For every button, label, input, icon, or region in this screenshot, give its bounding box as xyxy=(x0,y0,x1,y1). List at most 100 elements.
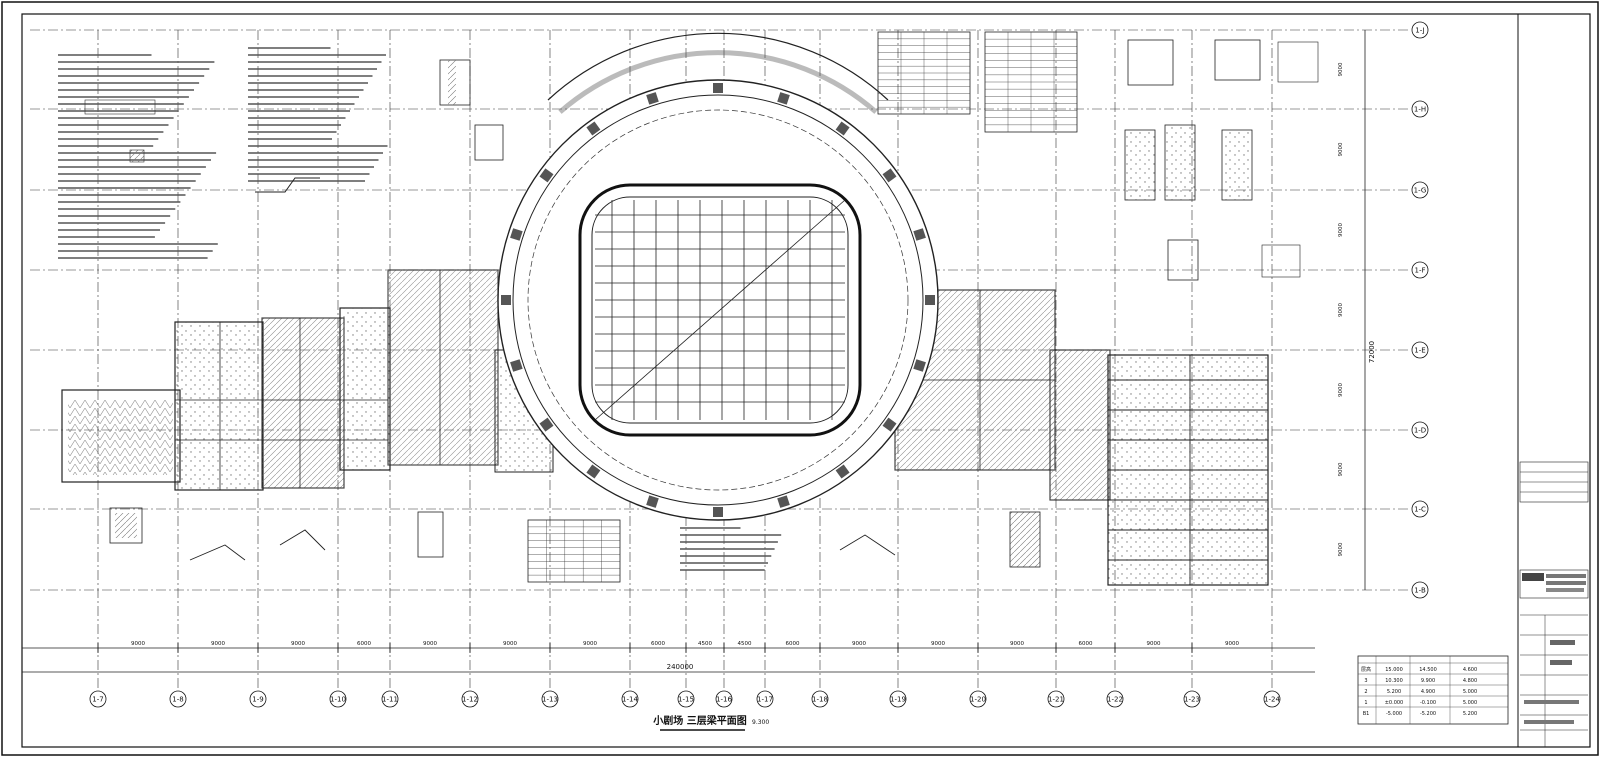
axis-span-label: 4500 xyxy=(738,641,752,647)
ring-column xyxy=(510,228,523,241)
axis-label: 1-14 xyxy=(622,696,638,704)
beam-schedule-tables xyxy=(527,31,1078,583)
axis-bubble xyxy=(1411,21,1429,39)
elevation-cell: 14.500 xyxy=(1419,667,1437,673)
ring-column xyxy=(539,417,554,432)
axis-bubble xyxy=(621,690,639,708)
axis-span-label: 9000 xyxy=(1147,641,1161,647)
axis-bubble xyxy=(969,690,987,708)
elevation-cell: -5.200 xyxy=(1420,711,1436,717)
elevation-cell: 1 xyxy=(1364,700,1367,706)
elevation-cell: ±0.000 xyxy=(1385,700,1404,706)
elevation-cell: 5.200 xyxy=(1387,689,1401,695)
elevation-cell: 5.200 xyxy=(1463,711,1477,717)
axis-span-label: 9000 xyxy=(1338,62,1344,76)
elevation-cell: 4.800 xyxy=(1463,678,1477,684)
axis-label: 1-10 xyxy=(330,696,346,704)
axis-label: 1-E xyxy=(1414,347,1425,355)
ring-column xyxy=(510,359,523,372)
ring-column xyxy=(646,92,659,105)
axis-label: 1-12 xyxy=(462,696,478,704)
axis-bubble xyxy=(1047,690,1065,708)
axis-bubble xyxy=(1263,690,1281,708)
total-dimension: 240000 xyxy=(667,663,694,671)
axis-label: 1-13 xyxy=(542,696,558,704)
axis-span-label: 9000 xyxy=(503,641,517,647)
axis-span-label: 9000 xyxy=(1338,142,1344,156)
bottom-axis-bubbles: 1-7 9000 1-8 9000 1-9 9000 1-10 6000 1-11 9000 1-1… xyxy=(89,641,1281,708)
axis-label: 1-11 xyxy=(382,696,398,704)
axis-bubble xyxy=(381,690,399,708)
axis-span-label: 9000 xyxy=(1338,542,1344,556)
elevation-cell: 9.900 xyxy=(1421,678,1435,684)
ring-column xyxy=(835,464,850,479)
axis-bubble xyxy=(889,690,907,708)
elevation-cell: 10.300 xyxy=(1385,678,1403,684)
axis-bubble xyxy=(1411,581,1429,599)
elevation-cell: 层高 xyxy=(1361,666,1371,673)
elevation-cell: B1 xyxy=(1363,711,1370,717)
axis-bubble xyxy=(461,690,479,708)
axis-bubble xyxy=(329,690,347,708)
axis-label: 1-21 xyxy=(1048,696,1064,704)
axis-span-label: 6000 xyxy=(786,641,800,647)
axis-bubble xyxy=(1411,341,1429,359)
axis-bubble xyxy=(1183,690,1201,708)
inner-frame xyxy=(21,13,1591,748)
auditorium-circle xyxy=(497,32,939,521)
elevation-cell: -0.100 xyxy=(1420,700,1436,706)
axis-bubble xyxy=(1106,690,1124,708)
axis-span-label: 9000 xyxy=(211,641,225,647)
axis-label: 1-G xyxy=(1414,187,1427,195)
ring-column xyxy=(586,121,601,136)
ring-column xyxy=(646,495,659,508)
axis-bubble xyxy=(715,690,733,708)
axis-span-label: 9000 xyxy=(1338,462,1344,476)
axis-span-label: 9000 xyxy=(291,641,305,647)
axis-span-label: 9000 xyxy=(1338,223,1344,237)
axis-label: 1-9 xyxy=(252,696,263,704)
general-notes-block xyxy=(58,47,388,259)
axis-bubble xyxy=(1411,261,1429,279)
ring-column xyxy=(713,83,723,93)
axis-label: 1-H xyxy=(1414,106,1426,114)
axis-label: 1-8 xyxy=(172,696,183,704)
ring-column xyxy=(913,228,926,241)
elevation-cell: 4.900 xyxy=(1421,689,1435,695)
ring-column xyxy=(777,92,790,105)
axis-span-label: 9000 xyxy=(131,641,145,647)
axis-bubble xyxy=(249,690,267,708)
axis-label: 1-B xyxy=(1414,587,1426,595)
axis-span-label: 9000 xyxy=(852,641,866,647)
axis-label: 1-7 xyxy=(92,696,103,704)
elevation-cell: 4.600 xyxy=(1463,667,1477,673)
axis-label: 1-18 xyxy=(812,696,828,704)
ring-column xyxy=(913,359,926,372)
axis-label: 1-15 xyxy=(678,696,694,704)
right-total-dimension: 72000 xyxy=(1368,341,1376,363)
axis-label: 1-16 xyxy=(716,696,732,704)
elevation-cell: 15.000 xyxy=(1385,667,1403,673)
axis-label: 1-J xyxy=(1415,27,1424,35)
axis-span-label: 9000 xyxy=(583,641,597,647)
elevation-cell: 5.000 xyxy=(1463,700,1477,706)
elevation-cell: 2 xyxy=(1364,689,1367,695)
axis-span-label: 4500 xyxy=(698,641,712,647)
ring-column xyxy=(713,507,723,517)
title-block xyxy=(1519,461,1589,747)
axis-span-label: 9000 xyxy=(931,641,945,647)
drawing-title: 小剧场 三层梁平面图 xyxy=(652,714,746,727)
ring-column xyxy=(501,295,511,305)
elevation-cell: 3 xyxy=(1364,678,1367,684)
right-axis-bubbles: 1-J90001-H90001-G90001-F90001-E90001-D90… xyxy=(1338,21,1429,599)
axis-span-label: 9000 xyxy=(1010,641,1024,647)
axis-span-label: 9000 xyxy=(423,641,437,647)
elevation-cell: -5.000 xyxy=(1386,711,1402,717)
axis-bubble xyxy=(1411,181,1429,199)
axis-label: 1-F xyxy=(1414,267,1425,275)
axis-bubble xyxy=(541,690,559,708)
ring-column xyxy=(882,417,897,432)
